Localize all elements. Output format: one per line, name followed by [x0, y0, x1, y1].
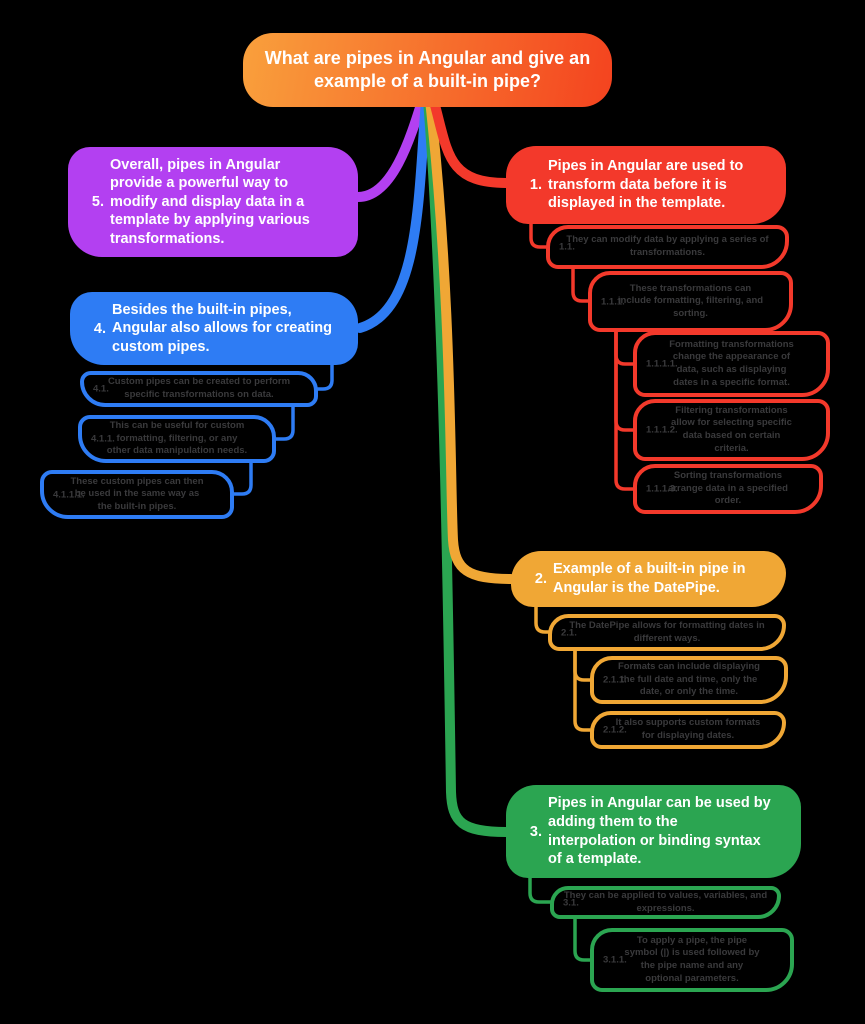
connector-2-1-to-2-1-2: [573, 648, 592, 732]
node-1-number: 1.: [529, 177, 542, 193]
mindmap-node-5[interactable]: 5. Overall, pipes in Angular provide a p…: [68, 147, 358, 257]
mindmap-node-4-1-1[interactable]: 4.1.1. This can be useful for custom for…: [78, 415, 276, 463]
node-2-1-text: The DatePipe allows for formatting dates…: [569, 619, 765, 644]
node-1-1-1-3-number: 1.1.1.3.: [646, 483, 678, 495]
mindmap-root-node[interactable]: What are pipes in Angular and give an ex…: [243, 33, 612, 107]
connector-3-1-to-3-1-1: [573, 916, 592, 962]
connector-2-1-to-2-1-1: [573, 648, 592, 682]
node-1-1-1-1-text: Formatting transformations change the ap…: [669, 338, 794, 388]
mindmap-node-4-1[interactable]: 4.1. Custom pipes can be created to perf…: [80, 371, 318, 407]
node-2-1-2-text: It also supports custom formats for disp…: [615, 717, 761, 741]
node-4-1-1-1-number: 4.1.1.1.: [53, 489, 85, 500]
node-2-text: Example of a built-in pipe in Angular is…: [553, 561, 746, 596]
node-2-1-1-number: 2.1.1.: [603, 674, 627, 686]
node-2-1-1-text: Formats can include displaying the full …: [617, 661, 760, 698]
node-4-1-1-text: This can be useful for custom formatting…: [106, 420, 248, 457]
node-1-1-1-2-number: 1.1.1.2.: [646, 424, 678, 436]
node-3-1-1-number: 3.1.1.: [603, 954, 627, 966]
node-1-1-1-1-number: 1.1.1.1.: [646, 358, 678, 370]
branch-root-4-connector: [355, 95, 431, 333]
node-4-1-1-number: 4.1.1.: [91, 433, 115, 445]
mindmap-node-3-1[interactable]: 3.1. They can be applied to values, vari…: [550, 886, 781, 919]
node-4-text: Besides the built-in pipes, Angular also…: [112, 301, 332, 355]
mindmap-node-1-1[interactable]: 1.1. They can modify data by applying a …: [546, 225, 789, 269]
mindmap-node-1-1-1-2[interactable]: 1.1.1.2. Filtering transformations allow…: [633, 399, 830, 461]
branch-root-3-connector: [423, 95, 511, 837]
node-5-number: 5.: [91, 194, 104, 210]
connector-1-to-1-1: [529, 221, 548, 249]
node-4-1-1-1-text: These custom pipes can then be used in t…: [70, 475, 204, 512]
node-1-1-1-3-text: Sorting transformations arrange data in …: [668, 470, 788, 507]
node-1-text: Pipes in Angular are used to transform d…: [548, 158, 744, 212]
node-4-number: 4.: [93, 320, 106, 337]
connector-4-1-to-4-1-1: [274, 404, 295, 441]
connector-1-1-to-1-1-1: [571, 266, 590, 303]
mindmap-node-2[interactable]: 2. Example of a built-in pipe in Angular…: [511, 551, 786, 607]
root-question-text: What are pipes in Angular and give an ex…: [264, 47, 591, 91]
connector-3-to-3-1: [528, 875, 552, 904]
connector-1-1-1-to-1-1-1-3: [614, 329, 635, 491]
branch-root-5-connector: [353, 93, 428, 202]
node-2-1-number: 2.1.: [561, 627, 577, 638]
mindmap-node-2-1[interactable]: 2.1. The DatePipe allows for formatting …: [548, 614, 786, 651]
node-3-number: 3.: [529, 823, 542, 840]
connector-1-1-1-to-1-1-1-1: [614, 329, 635, 366]
node-1-1-1-2-text: Filtering transformations allow for sele…: [671, 404, 792, 454]
mindmap-node-1[interactable]: 1. Pipes in Angular are used to transfor…: [506, 146, 786, 224]
mindmap-node-2-1-1[interactable]: 2.1.1. Formats can include displaying th…: [590, 656, 788, 704]
node-4-1-number: 4.1.: [93, 383, 109, 395]
connector-1-1-1-to-1-1-1-2: [614, 329, 635, 432]
branch-root-1-connector: [428, 93, 511, 188]
node-5-text: Overall, pipes in Angular provide a powe…: [110, 156, 310, 247]
connector-2-to-2-1: [534, 604, 550, 634]
connector-4-1-1-to-4-1-1-1: [232, 460, 253, 496]
mindmap-node-4-1-1-1[interactable]: 4.1.1.1. These custom pipes can then be …: [40, 470, 234, 519]
mindmap-node-2-1-2[interactable]: 2.1.2. It also supports custom formats f…: [590, 711, 786, 749]
node-3-1-1-text: To apply a pipe, the pipe symbol (|) is …: [624, 934, 760, 984]
node-3-1-text: They can be applied to values, variables…: [563, 889, 768, 914]
branch-root-2-connector: [425, 95, 516, 584]
node-4-1-text: Custom pipes can be created to perform s…: [107, 376, 291, 400]
mindmap-node-3-1-1[interactable]: 3.1.1. To apply a pipe, the pipe symbol …: [590, 928, 794, 992]
node-2-1-2-number: 2.1.2.: [603, 724, 627, 736]
connector-4-to-4-1: [316, 362, 334, 391]
node-2-number: 2.: [534, 571, 547, 587]
mindmap-node-1-1-1[interactable]: 1.1.1. These transformations can include…: [588, 271, 793, 332]
node-1-1-1-number: 1.1.1.: [601, 296, 625, 307]
node-1-1-number: 1.1.: [559, 241, 575, 253]
node-3-1-number: 3.1.: [563, 897, 579, 908]
node-3-text: Pipes in Angular can be used by adding t…: [548, 795, 771, 868]
mindmap-node-1-1-1-1[interactable]: 1.1.1.1. Formatting transformations chan…: [633, 331, 830, 397]
node-1-1-text: They can modify data by applying a serie…: [566, 234, 769, 258]
node-1-1-1-text: These transformations can include format…: [617, 282, 764, 319]
mindmap-node-3[interactable]: 3. Pipes in Angular can be used by addin…: [506, 785, 801, 878]
mindmap-node-1-1-1-3[interactable]: 1.1.1.3. Sorting transformations arrange…: [633, 464, 823, 514]
mindmap-node-4[interactable]: 4. Besides the built-in pipes, Angular a…: [70, 292, 358, 365]
